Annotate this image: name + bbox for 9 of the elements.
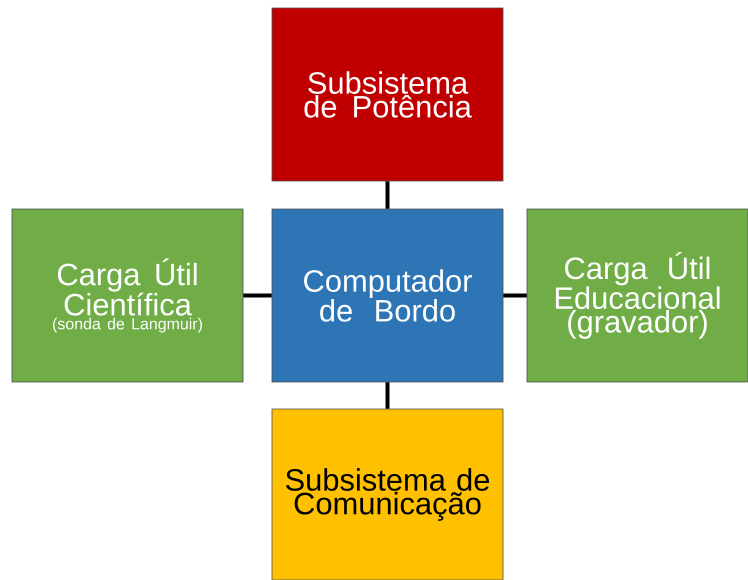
subsystem-box: Carga Útil Científica (sonda de Langmuir) — [12, 208, 244, 382]
connector-line — [243, 294, 272, 298]
subsystem-box: Subsistema de Potência — [272, 8, 504, 182]
subsystem-box: Subsistema de Comunicação — [272, 408, 504, 580]
subsystem-box: Computador de Bordo — [272, 208, 504, 382]
connector-line — [503, 294, 527, 298]
subsystem-box: Carga Útil Educacional (gravador) — [526, 208, 748, 382]
connector-line — [386, 181, 390, 209]
connector-line — [386, 382, 390, 409]
